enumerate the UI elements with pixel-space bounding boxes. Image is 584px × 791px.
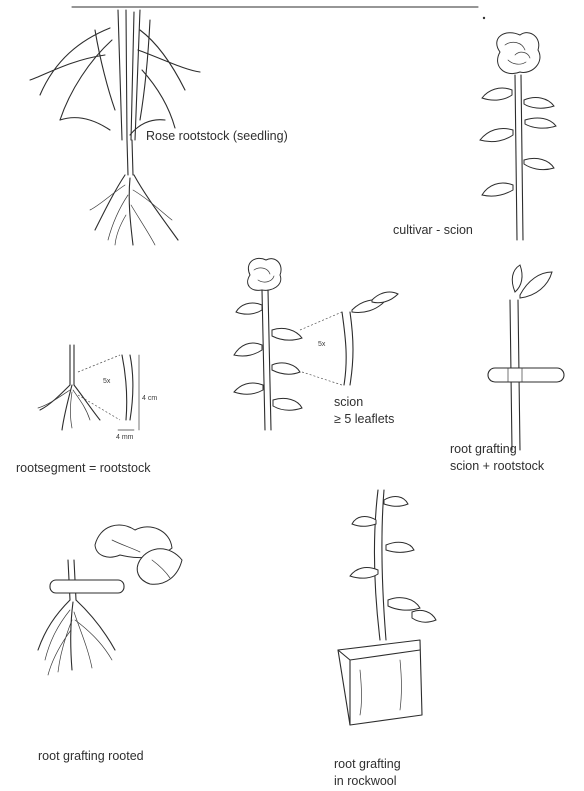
scion-illustration [234, 258, 398, 430]
label-rockwool-in: in rockwool [334, 773, 397, 790]
rockwool-illustration [338, 490, 436, 725]
label-root-grafting-rooted: root grafting rooted [38, 748, 144, 765]
label-rootstock-seedling: Rose rootstock (seedling) [146, 128, 288, 145]
annotation-root-magnification: 5x [103, 378, 110, 385]
rootsegment-illustration [38, 345, 139, 430]
label-scion: scion [334, 394, 363, 411]
label-root-grafting: root grafting [450, 441, 517, 458]
cultivar-scion-illustration [480, 33, 556, 240]
root-grafting-illustration [488, 265, 564, 450]
label-root-grafting-combo: scion + rootstock [450, 458, 544, 475]
label-rootsegment: rootsegment = rootstock [16, 460, 150, 477]
annotation-scion-magnification: 5x [318, 341, 325, 348]
annotation-root-width: 4 mm [116, 434, 134, 441]
label-rockwool: root grafting [334, 756, 401, 773]
label-cultivar-scion: cultivar - scion [393, 222, 473, 239]
label-scion-leaflets: ≥ 5 leaflets [334, 411, 394, 428]
rooted-illustration [38, 525, 182, 675]
speck [483, 17, 485, 19]
annotation-root-height: 4 cm [142, 395, 157, 402]
